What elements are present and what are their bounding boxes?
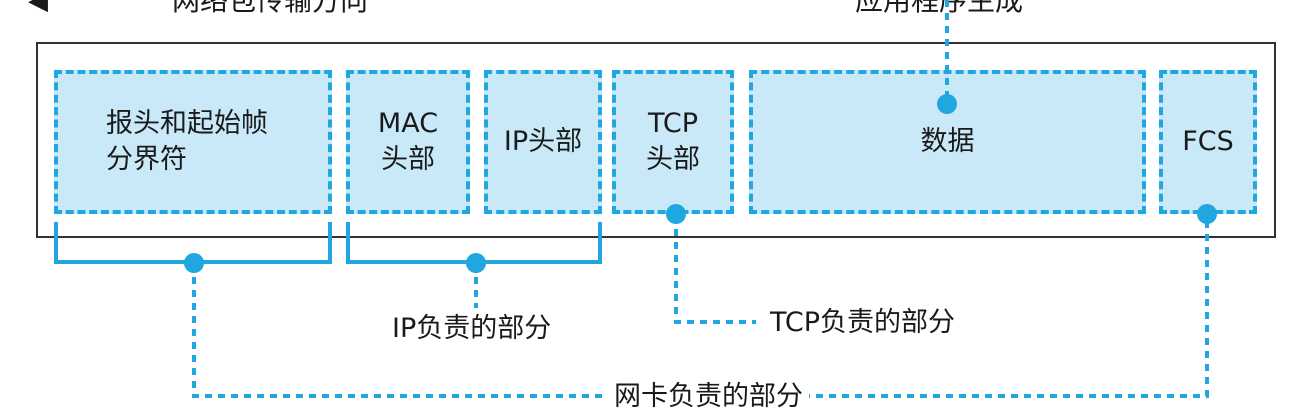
- tcp-header-field: TCP 头部: [612, 70, 734, 214]
- tcp-connector-line: [674, 216, 756, 324]
- app-dot: [937, 94, 957, 114]
- preamble-field: 报头和起始帧 分界符: [54, 70, 332, 214]
- direction-label: 网络包传输方向: [172, 0, 369, 17]
- connector-lines: [54, 0, 1217, 398]
- fcs-field: FCS: [1159, 70, 1257, 214]
- fcs-dot: [1197, 204, 1217, 224]
- nic-responsibility-label: 网卡负责的部分: [608, 382, 809, 412]
- app-generated-label: 应用程序生成: [855, 0, 1024, 17]
- ip-responsibility-label: IP负责的部分: [386, 314, 558, 344]
- preamble-bracket-dot: [184, 253, 204, 273]
- ip-header-field: IP头部: [484, 70, 602, 214]
- tcp-dot: [666, 204, 686, 224]
- mac-header-field: MAC 头部: [346, 70, 470, 214]
- left-arrow-icon: ◀: [28, 0, 48, 16]
- tcp-responsibility-label: TCP负责的部分: [764, 308, 962, 338]
- mac-ip-bracket-dot: [466, 253, 486, 273]
- nic-connector-line: [192, 216, 1209, 398]
